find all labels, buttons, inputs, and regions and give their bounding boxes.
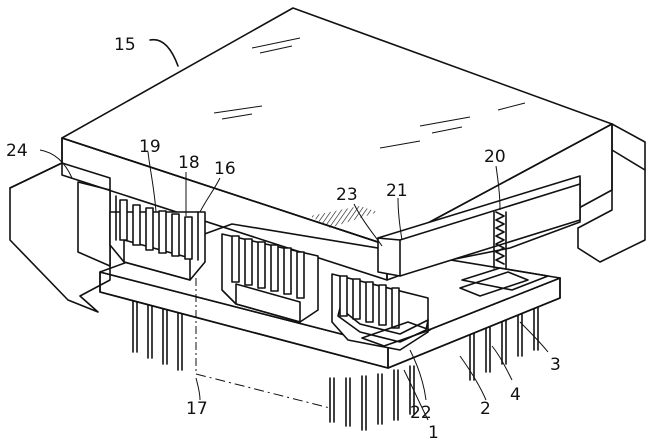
label-23: 23 <box>336 185 358 205</box>
label-19: 19 <box>139 137 161 157</box>
chip-components <box>361 271 529 347</box>
label-16: 16 <box>214 159 236 179</box>
label-21: 21 <box>386 181 408 201</box>
dimension-line <box>195 278 331 409</box>
label-24: 24 <box>6 141 28 161</box>
label-17: 17 <box>186 399 208 419</box>
spring-element <box>461 211 549 291</box>
label-22: 22 <box>410 403 432 423</box>
label-18: 18 <box>178 153 200 173</box>
label-15: 15 <box>114 35 136 55</box>
piston-plate <box>377 175 581 277</box>
label-1: 1 <box>428 423 439 442</box>
label-3: 3 <box>550 355 561 375</box>
reference-labels: 15 24 19 18 16 20 23 21 17 3 4 2 22 1 <box>6 35 561 442</box>
fin-block-2 <box>221 233 319 323</box>
label-2: 2 <box>480 399 491 419</box>
connector-pins <box>132 299 539 431</box>
label-4: 4 <box>510 385 521 405</box>
fin-block-3 <box>331 273 429 351</box>
fin-block-1 <box>109 195 206 281</box>
leader-lines <box>39 149 549 421</box>
label-20: 20 <box>484 147 506 167</box>
